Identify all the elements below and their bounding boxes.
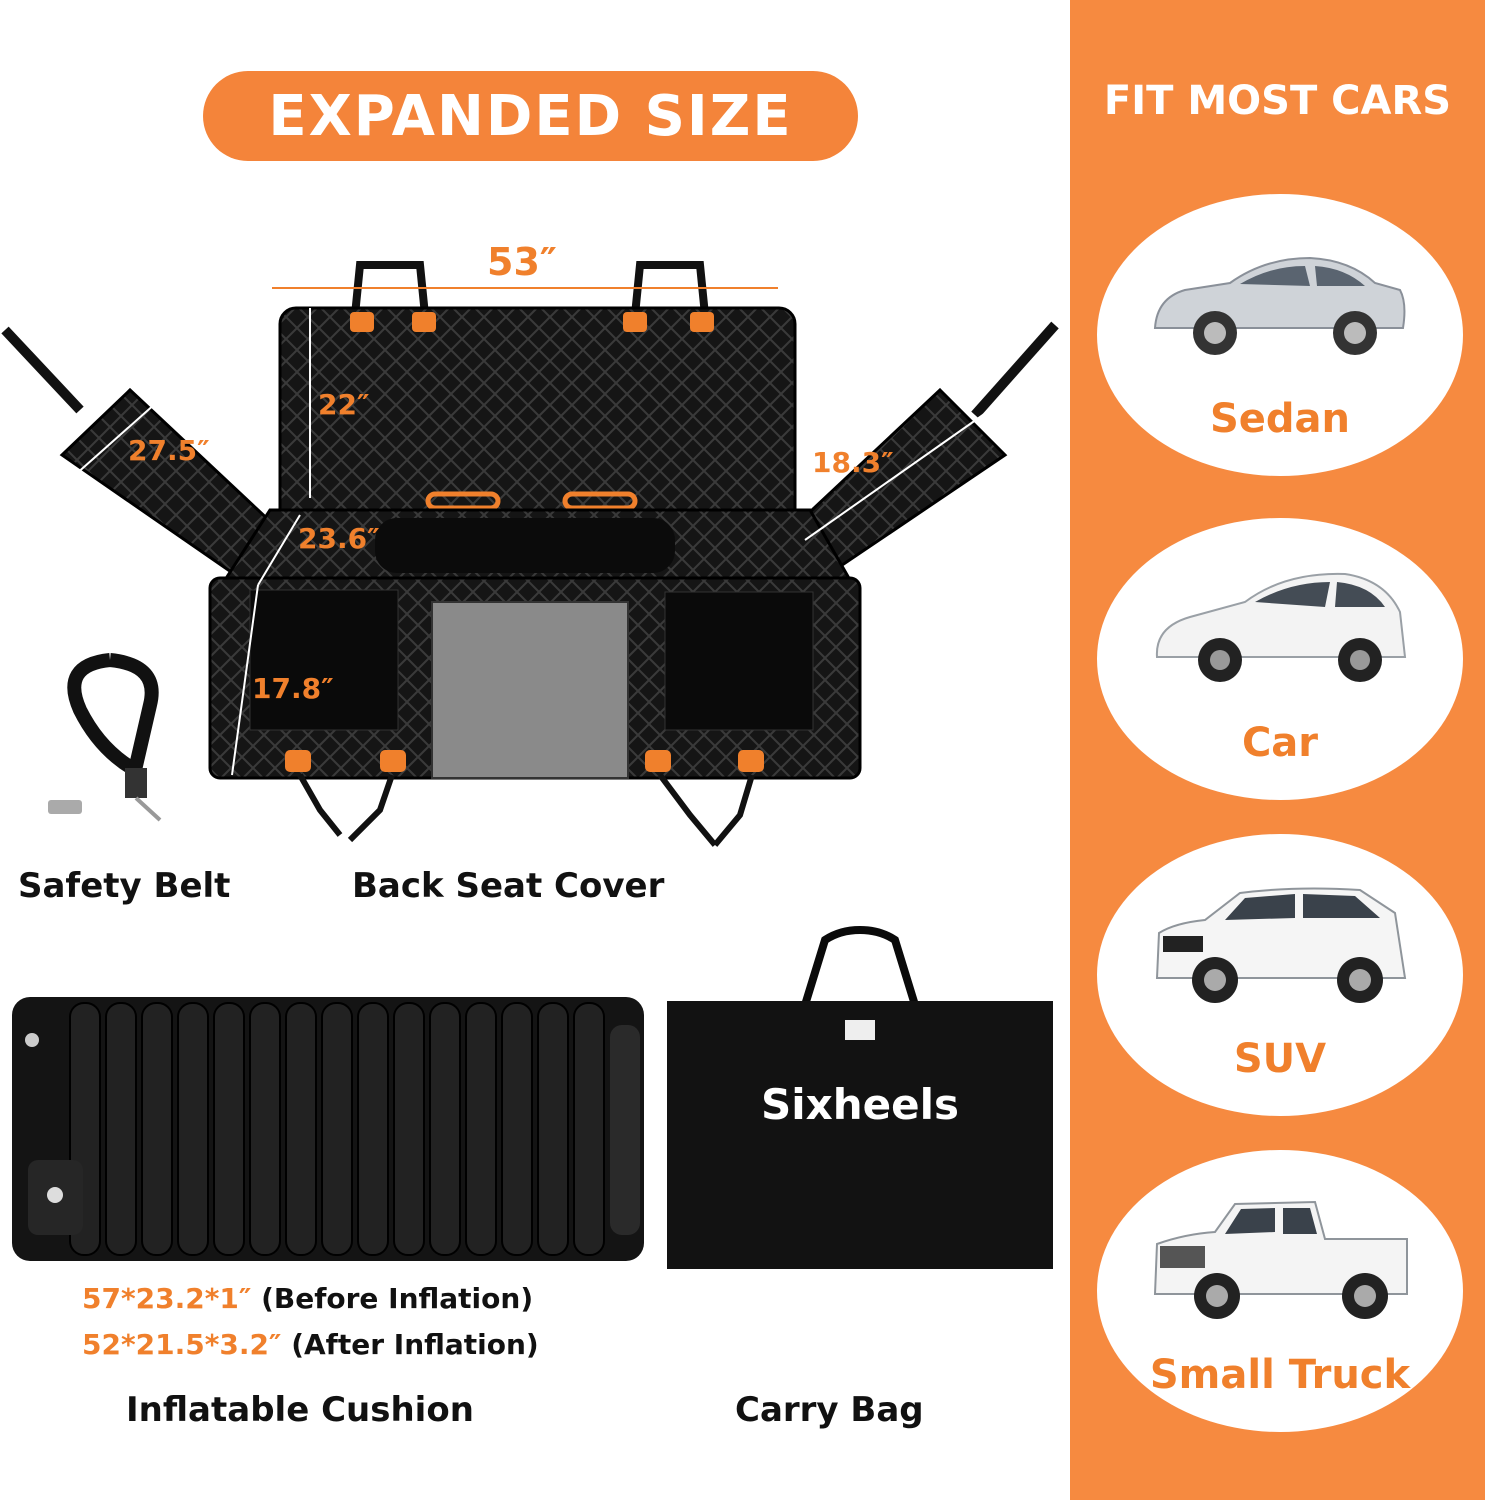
dim-left-flap: 27.5″ <box>128 434 210 467</box>
back-seat-cover-illustration <box>1 261 1059 847</box>
carry-bag-image <box>667 925 1053 1269</box>
inflatable-cushion-image <box>12 997 644 1261</box>
cushion-spec-before: 57*23.2*1″ (Before Inflation) <box>82 1282 533 1315</box>
cushion-size-after: 52*21.5*3.2″ <box>82 1328 282 1361</box>
caption-inflatable-cushion: Inflatable Cushion <box>126 1390 474 1430</box>
car-label-small-truck: Small Truck <box>1149 1352 1411 1398</box>
cushion-size-before: 57*23.2*1″ <box>82 1282 252 1315</box>
car-card-small-truck: Small Truck <box>1097 1150 1463 1432</box>
car-label-suv: SUV <box>1233 1036 1327 1082</box>
hatchback-icon <box>1155 572 1407 682</box>
cushion-note-before: (Before Inflation) <box>261 1282 534 1315</box>
dim-width: 53″ <box>487 240 557 284</box>
cushion-note-after: (After Inflation) <box>291 1328 539 1361</box>
dim-pocket-height: 17.8″ <box>252 672 334 705</box>
car-card-car: Car <box>1097 518 1463 800</box>
pickup-truck-icon <box>1153 1200 1408 1319</box>
safety-belt-image <box>48 653 162 822</box>
dim-seat-depth: 23.6″ <box>298 522 380 555</box>
caption-back-seat-cover: Back Seat Cover <box>352 866 665 906</box>
expanded-size-banner: EXPANDED SIZE <box>203 71 858 161</box>
caption-carry-bag: Carry Bag <box>735 1390 924 1430</box>
dim-right-flap: 18.3″ <box>812 446 894 479</box>
cushion-spec-after: 52*21.5*3.2″ (After Inflation) <box>82 1328 539 1361</box>
sedan-icon <box>1153 256 1406 355</box>
suv-icon <box>1155 887 1407 1003</box>
car-label-car: Car <box>1241 720 1319 766</box>
car-label-sedan: Sedan <box>1209 396 1351 442</box>
dim-back-height: 22″ <box>318 388 370 421</box>
car-card-sedan: Sedan <box>1097 194 1463 476</box>
caption-safety-belt: Safety Belt <box>18 866 231 906</box>
carry-bag-brand: Sixheels <box>760 1080 959 1129</box>
sidebar-title: FIT MOST CARS <box>1103 78 1452 124</box>
car-card-suv: SUV <box>1097 834 1463 1116</box>
banner-title: EXPANDED SIZE <box>268 83 793 149</box>
